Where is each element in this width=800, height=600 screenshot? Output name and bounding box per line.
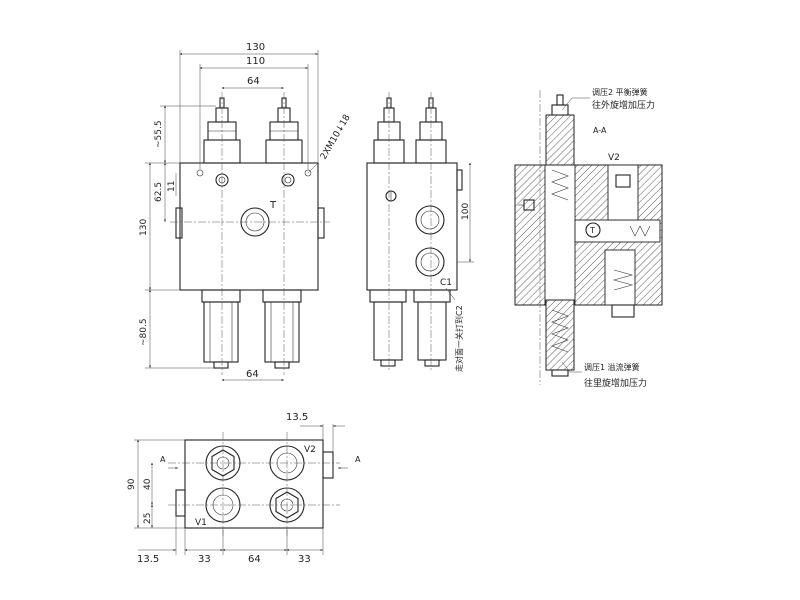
section-label: A-A	[593, 126, 607, 135]
port-c1-label: C1	[440, 278, 452, 288]
side-body	[366, 162, 458, 291]
dim-130-top: 130	[246, 42, 265, 53]
dim-64-bottom-view: 64	[248, 554, 261, 565]
bottom-view: V1 V2 A A 13.5 90 40 25	[127, 412, 361, 565]
bottom-cartridge-right	[262, 289, 302, 369]
note-bottom-line2: 往里旋增加压力	[584, 377, 647, 389]
dim-80-5: ~80.5	[139, 318, 149, 346]
dim-110: 110	[246, 56, 265, 67]
svg-text:T: T	[589, 226, 595, 235]
dim-55-5: ~55.5	[154, 120, 164, 148]
valve-body	[179, 162, 319, 291]
side-note: 走对面一关打到C2	[454, 305, 464, 372]
section-port-v2: V2	[608, 153, 620, 163]
dim-100: 100	[461, 203, 471, 220]
dim-33-left: 33	[198, 554, 211, 565]
dim-25: 25	[143, 513, 153, 524]
note-top-line1: 调压2 平衡弹簧	[592, 87, 648, 97]
dim-130-left: 130	[139, 219, 149, 236]
bottom-body	[184, 439, 324, 529]
section-mark-left: A	[160, 455, 166, 464]
dim-11: 11	[167, 181, 177, 192]
dim-64-top: 64	[247, 76, 260, 87]
bottom-cartridge-left	[201, 289, 241, 369]
dim-90: 90	[127, 478, 137, 490]
port-t-label: T	[269, 200, 277, 211]
bottom-port-v2: V2	[304, 445, 316, 455]
section-view: A-A 调压2 平衡弹簧 往外旋增加压力 T V2 调压1 溢流弹簧	[514, 87, 663, 389]
bottom-port-v1: V1	[195, 518, 207, 528]
front-view: T 2XM10↓18 130 110 64 ~55.5 62.5 11 130	[139, 42, 353, 381]
dim-13-5-top: 13.5	[286, 412, 308, 423]
note-top-line2: 往外旋增加压力	[592, 99, 655, 111]
dim-64-bottom: 64	[246, 369, 259, 380]
side-view: 100 C1 走对面一关打到C2	[366, 92, 474, 372]
thread-label: 2XM10↓18	[319, 113, 353, 162]
dim-33-right: 33	[298, 554, 311, 565]
note-bottom-line1: 调压1 溢流弹簧	[584, 362, 640, 372]
section-mark-right: A	[355, 455, 361, 464]
dim-40: 40	[143, 478, 153, 490]
dim-13-5-bottom: 13.5	[137, 554, 159, 565]
dim-62-5: 62.5	[154, 182, 164, 202]
